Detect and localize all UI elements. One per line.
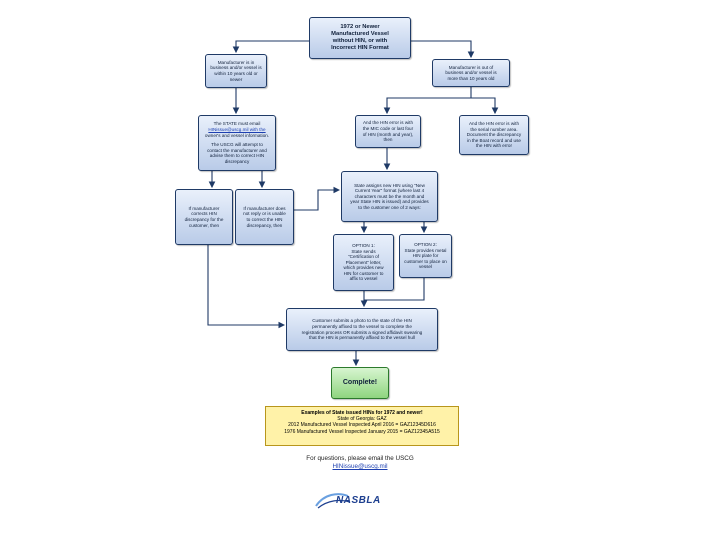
node-line: State provides metal bbox=[404, 247, 447, 253]
option-1-node: OPTION 1: State sends "Certification of … bbox=[333, 234, 394, 291]
node-line: year State HIN is issued) and provides bbox=[350, 199, 429, 205]
node-line: business and/or vessel is bbox=[445, 70, 497, 76]
node-line: HIN plate for bbox=[412, 253, 439, 259]
start-node-line: Manufactured Vessel bbox=[331, 31, 389, 37]
node-line: advise them to correct HIN bbox=[209, 153, 265, 159]
mfr-corrects-node: If manufacturer corrects HIN discrepancy… bbox=[175, 189, 233, 245]
node-line: which provides new bbox=[343, 265, 384, 271]
node-line: the HIN with error bbox=[476, 143, 512, 149]
node-line: contact the manufacturer and bbox=[207, 147, 267, 153]
node-line: vessel bbox=[418, 264, 433, 270]
node-line: to the customer one of 2 ways: bbox=[358, 204, 421, 210]
state-assigns-node: State assigns new HIN using "New Current… bbox=[341, 171, 438, 222]
complete-label: Complete! bbox=[342, 379, 378, 387]
node-line: Current Year" format (where last 4 bbox=[354, 188, 425, 194]
node-line: customer, then bbox=[188, 222, 220, 228]
start-node: 1972 or Newer Manufactured Vessel withou… bbox=[309, 17, 411, 59]
node-line: customer to place on bbox=[404, 258, 447, 264]
node-line: Manufacturer is out of bbox=[448, 64, 494, 70]
node-line: owner's and vessel information. bbox=[204, 132, 270, 138]
node-line: within 10 years old or bbox=[214, 71, 258, 76]
node-line: characters must be the month and bbox=[354, 193, 425, 199]
start-node-line: 1972 or Newer bbox=[340, 24, 380, 30]
node-line: in the Boat record and use bbox=[467, 137, 521, 143]
node-line: the MIC code or last four bbox=[362, 125, 414, 131]
node-line: Manufacturer is in bbox=[217, 59, 255, 65]
nasbla-swoosh-icon bbox=[315, 493, 351, 509]
node-line: OPTION 2: bbox=[414, 242, 437, 248]
node-line: that the HIN is permanently affixed to t… bbox=[309, 335, 415, 341]
footer-note: For questions, please email the USCG HIN… bbox=[280, 455, 440, 471]
node-line: discrepancy for the bbox=[184, 217, 224, 222]
node-line: permanently affixed to the vessel to com… bbox=[312, 323, 412, 329]
node-line: HINissue@uscg.mil with the bbox=[208, 127, 266, 133]
state-email-node: The STATE must email HINissue@uscg.mil w… bbox=[198, 115, 276, 171]
node-line: State sends bbox=[351, 248, 376, 254]
node-line: discrepancy, then bbox=[246, 222, 283, 228]
node-line: registration process OR submits a signed… bbox=[301, 329, 423, 335]
node-line: If manufacturer does bbox=[243, 205, 286, 211]
node-line: Customer submits a photo to the state of… bbox=[312, 318, 412, 324]
mfr-out-of-business-node: Manufacturer is out of business and/or v… bbox=[432, 59, 510, 87]
examples-line: 2012 Manufactured Vessel Inspected April… bbox=[288, 422, 436, 429]
footer-email-link[interactable]: HINissue@uscg.mil bbox=[332, 463, 388, 470]
node-line: of HIN (month and year), bbox=[362, 131, 414, 137]
node-line: "Certification of bbox=[348, 254, 379, 260]
nasbla-logo: NASBLA bbox=[314, 490, 406, 512]
examples-line: State of Georgia: GAZ bbox=[337, 416, 387, 423]
node-line: And the HIN error is with bbox=[362, 120, 414, 126]
node-line: And the HIN error is with bbox=[468, 121, 520, 127]
node-line: more than 10 years old bbox=[447, 75, 495, 81]
mfr-unable-node: If manufacturer does not reply or is una… bbox=[235, 189, 294, 245]
node-line: Document the discrepancy bbox=[466, 132, 522, 138]
examples-box: Examples of State issued HINs for 1972 a… bbox=[265, 406, 459, 446]
node-line: The USCG will attempt to bbox=[211, 142, 263, 148]
node-line: affix to vessel bbox=[349, 276, 378, 282]
nasbla-logo-text: NASBLA bbox=[336, 495, 381, 506]
examples-heading: Examples of State issued HINs for 1972 a… bbox=[301, 410, 423, 416]
node-line: corrects HIN bbox=[191, 211, 217, 217]
footer-question: For questions, please email the USCG bbox=[306, 455, 414, 462]
node-line: If manufacturer bbox=[188, 205, 220, 211]
mfr-in-business-node: Manufacturer is in business and/or vesse… bbox=[205, 54, 267, 88]
start-node-line: without HIN, or with bbox=[332, 38, 388, 44]
node-line: not reply or is unable bbox=[243, 211, 286, 217]
node-line: HIN for customer to bbox=[343, 270, 384, 276]
node-line: then bbox=[383, 137, 393, 143]
node-line: Placement" letter, bbox=[345, 259, 382, 265]
node-line: the serial number area. bbox=[470, 126, 518, 132]
node-line: OPTION 1: bbox=[352, 242, 375, 248]
start-node-line: Incorrect HIN Format bbox=[331, 45, 389, 51]
hin-error-serial-node: And the HIN error is with the serial num… bbox=[459, 115, 529, 155]
option-2-node: OPTION 2: State provides metal HIN plate… bbox=[399, 234, 452, 278]
complete-node: Complete! bbox=[331, 367, 389, 399]
node-line: business and/or vessel is bbox=[210, 65, 262, 71]
node-line: to correct the HIN bbox=[246, 217, 283, 222]
node-line: The STATE must email bbox=[213, 121, 261, 127]
node-line: discrepancy bbox=[224, 158, 250, 164]
examples-line: 1976 Manufactured Vessel Inspected Janua… bbox=[284, 428, 440, 435]
node-line: newer bbox=[229, 76, 243, 82]
hin-error-mic-node: And the HIN error is with the MIC code o… bbox=[355, 115, 421, 148]
customer-submits-node: Customer submits a photo to the state of… bbox=[286, 308, 438, 351]
node-line: State assigns new HIN using "New bbox=[354, 182, 425, 188]
